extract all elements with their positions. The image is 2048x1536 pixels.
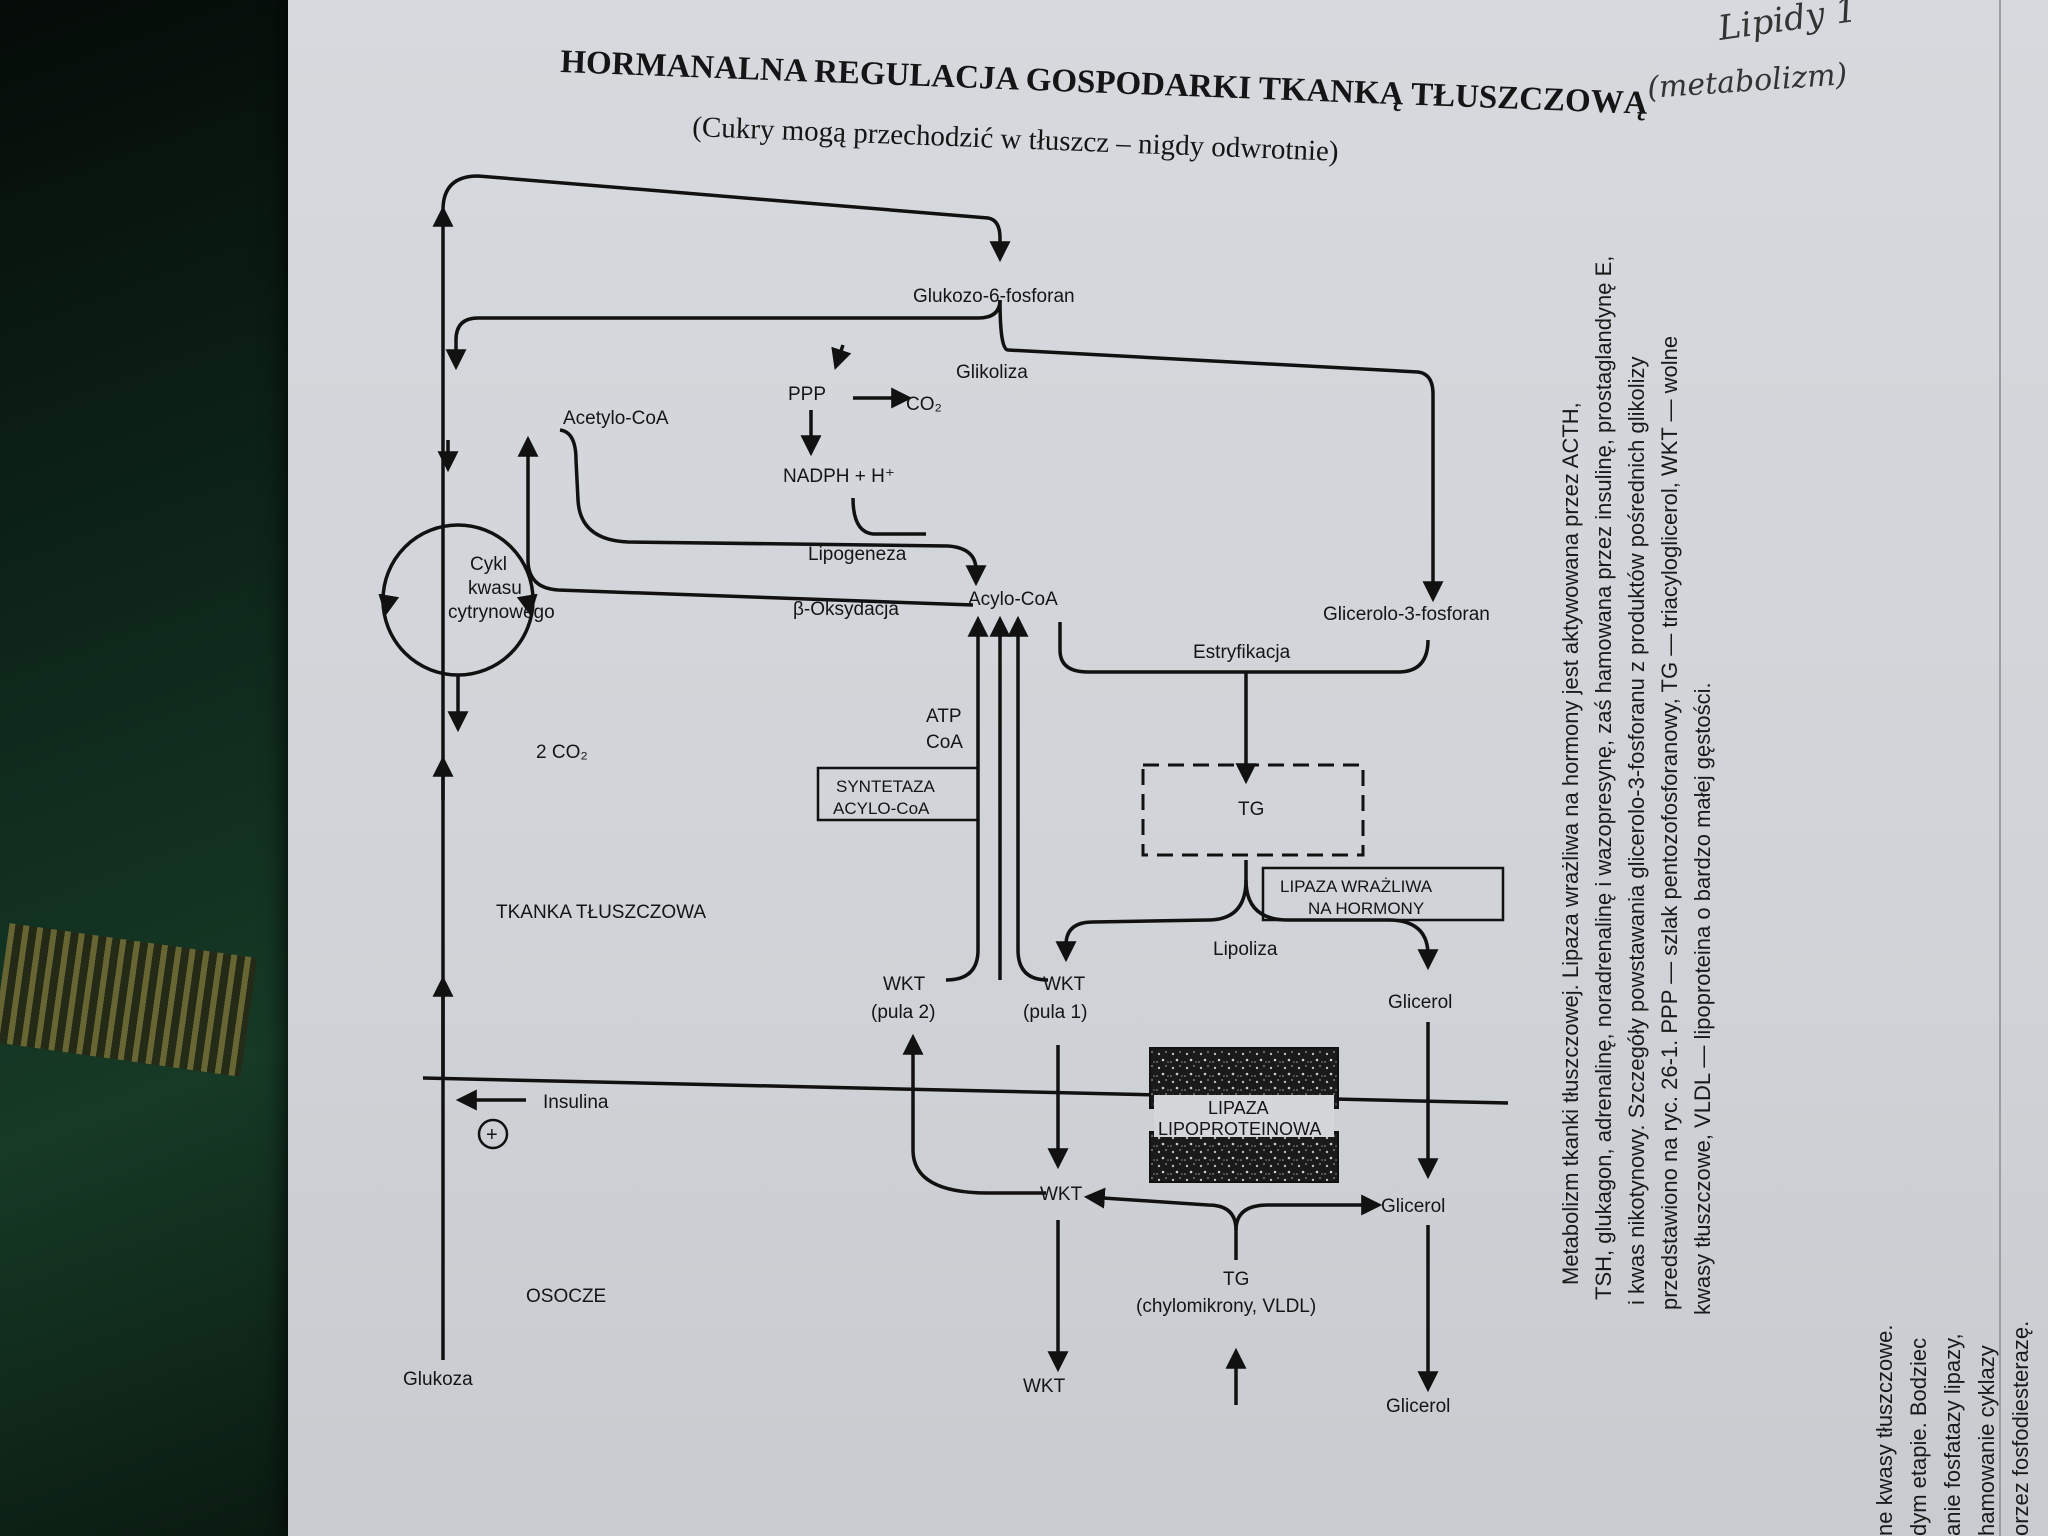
label-acetylo-coa: Acetylo-CoA xyxy=(563,408,669,429)
metabolism-diagram: HORMANALNA REGULACJA GOSPODARKI TKANKĄ T… xyxy=(378,0,2033,1536)
label-wkt-pula2: WKT xyxy=(883,974,926,995)
caption-line-2: TSH, glukagon, adrenalinę, noradrenalinę… xyxy=(1591,256,1616,1300)
caption-line-3: i kwas nikotynowy. Szczegóły powstawania… xyxy=(1624,357,1649,1305)
lipaza-hormony-box xyxy=(1261,866,1505,922)
label-tg: TG xyxy=(1238,799,1264,820)
label-glukoza: Glukoza xyxy=(403,1369,473,1390)
side-line-2: dym etapie. Bodziec xyxy=(1906,1338,1931,1536)
label-osocze: OSOCZE xyxy=(526,1286,606,1307)
label-tg-plasma: TG xyxy=(1223,1269,1249,1290)
diagram-arrows xyxy=(378,174,1509,1405)
label-cytrynowego: cytrynowego xyxy=(448,602,555,623)
side-line-5: orzez fosfodiesterazę. xyxy=(2008,1321,2033,1536)
caption-line-5: kwasy tłuszczowe, VLDL — lipoproteina o … xyxy=(1690,682,1715,1315)
label-cykl: Cykl xyxy=(470,554,507,575)
tg-box xyxy=(1141,763,1365,857)
label-b-oksydacja: β-Oksydacja xyxy=(793,599,899,620)
label-glicerol-tissue: Glicerol xyxy=(1388,992,1452,1013)
label-lipaza-lipoproteinowa-1: LIPAZA xyxy=(1208,1098,1269,1118)
side-line-1: ne kwasy tłuszczowe. xyxy=(1872,1324,1897,1536)
caption-line-4: przedstawiono na ryc. 26-1. PPP — szlak … xyxy=(1657,336,1682,1310)
node-labels: Glukozo-6-fosforan Glikoliza PPP CO₂ NAD… xyxy=(403,286,1490,1417)
label-na-hormony: NA HORMONY xyxy=(1308,899,1424,918)
label-glikoliza: Glikoliza xyxy=(956,362,1028,383)
label-coa: CoA xyxy=(926,732,963,753)
label-glicerol-out: Glicerol xyxy=(1386,1396,1450,1417)
label-pula2: (pula 2) xyxy=(871,1002,935,1023)
label-glicerol-plasma: Glicerol xyxy=(1381,1196,1445,1217)
label-glukozo-6-fosforan: Glukozo-6-fosforan xyxy=(913,286,1075,307)
label-co2: CO₂ xyxy=(906,394,942,415)
label-ppp: PPP xyxy=(788,384,826,405)
label-chylomikrony-vldl: (chylomikrony, VLDL) xyxy=(1136,1296,1316,1317)
figure-caption: Metabolizm tkanki tłuszczowej. Lipaza wr… xyxy=(1558,256,1715,1315)
label-pula1: (pula 1) xyxy=(1023,1002,1087,1023)
background-dark-fabric xyxy=(0,0,300,1536)
label-tkanka-tluszczowa: TKANKA TŁUSZCZOWA xyxy=(496,902,706,923)
side-line-4: hamowanie cyklazy xyxy=(1974,1345,1999,1536)
label-nadph: NADPH + H⁺ xyxy=(783,466,895,487)
label-kwasu: kwasu xyxy=(468,578,522,599)
label-atp: ATP xyxy=(926,706,962,727)
page-title: HORMANALNA REGULACJA GOSPODARKI TKANKĄ T… xyxy=(560,44,1649,122)
label-wkt-out: WKT xyxy=(1023,1376,1066,1397)
label-estryfikacja: Estryfikacja xyxy=(1193,642,1291,663)
syntetaza-box xyxy=(816,766,980,822)
label-lipoliza: Lipoliza xyxy=(1213,939,1278,960)
side-page-text: ne kwasy tłuszczowe. dym etapie. Bodziec… xyxy=(1872,1321,2033,1536)
label-wkt-plasma: WKT xyxy=(1040,1184,1083,1205)
handwritten-note-line1: Lipidy 1 xyxy=(1715,0,1860,49)
page-subtitle: (Cukry mogą przechodzić w tłuszcz – nigd… xyxy=(692,111,1339,168)
handwritten-note-line2: (metabolizm) xyxy=(1646,57,1848,106)
label-lipogeneza: Lipogeneza xyxy=(808,544,907,565)
lpl-block-bottom xyxy=(1149,1131,1339,1183)
book-page: HORMANALNA REGULACJA GOSPODARKI TKANKĄ T… xyxy=(288,0,2048,1536)
label-glicerolo-3-fosforan: Glicerolo-3-fosforan xyxy=(1323,604,1490,625)
label-acylo-coa-enzyme: ACYLO-CoA xyxy=(833,799,930,818)
caption-line-1: Metabolizm tkanki tłuszczowej. Lipaza wr… xyxy=(1558,402,1583,1285)
label-lipaza-lipoproteinowa-2: LIPOPROTEINOWA xyxy=(1158,1119,1321,1139)
label-insulina: Insulina xyxy=(543,1092,609,1113)
label-wkt-pula1: WKT xyxy=(1043,974,1086,995)
label-plus: + xyxy=(486,1124,498,1146)
label-acylo-coa: Acylo-CoA xyxy=(968,589,1058,610)
label-2-co2: 2 CO₂ xyxy=(536,742,588,763)
label-syntetaza: SYNTETAZA xyxy=(836,777,936,796)
lpl-label-bg xyxy=(1154,1095,1334,1137)
side-line-3: anie fosfatazy lipazy, xyxy=(1940,1333,1965,1536)
label-lipaza-wrazliwa: LIPAZA WRAŻLIWA xyxy=(1280,877,1433,896)
